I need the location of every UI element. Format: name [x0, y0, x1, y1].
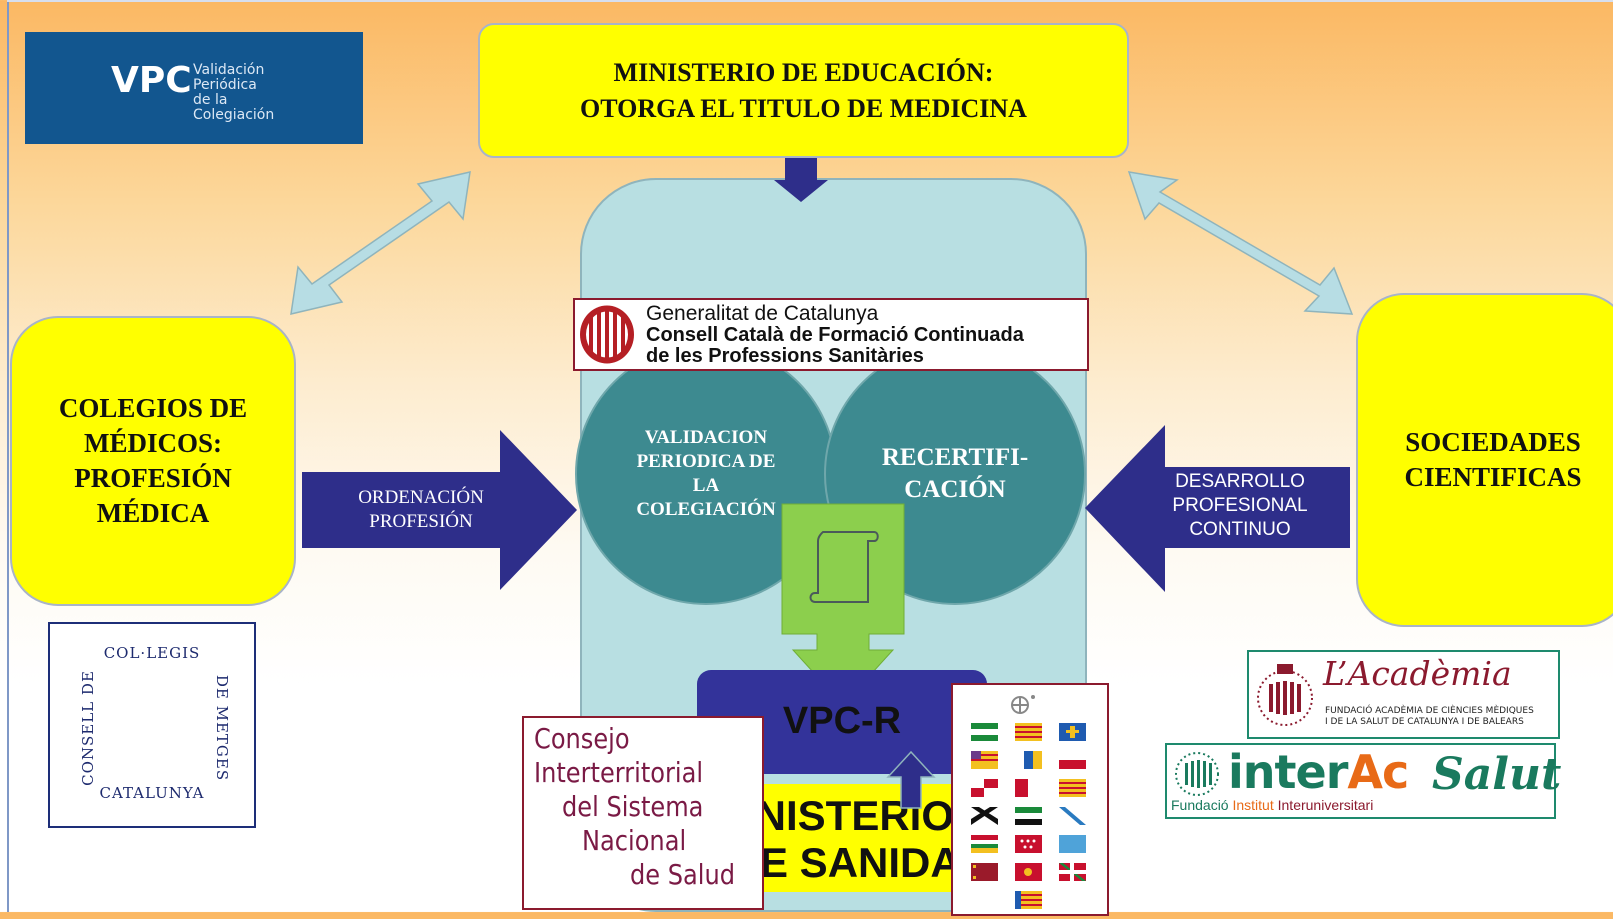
consejo-line5: de Salud [630, 858, 736, 891]
flag-valencia-icon [1015, 891, 1042, 909]
interac-footer: Fundació Institut Interuniversitari [1171, 797, 1373, 813]
interac-emblem-icon [1175, 752, 1219, 796]
flag-melilla-icon [1059, 835, 1086, 853]
flag-asturias-icon [1059, 723, 1086, 741]
consejo-line4: Nacional [582, 824, 687, 857]
up-arrow-icon [886, 750, 936, 809]
left-arrow-desarrollo-icon [1085, 425, 1350, 592]
academia-emblem-icon [1257, 664, 1313, 726]
colegios-line: MÉDICOS: [83, 428, 222, 458]
document-icon [809, 531, 879, 603]
flag-cataluna-icon [1059, 779, 1086, 797]
circle-recertificacion-line: RECERTIFI- [881, 444, 1029, 471]
flag-murcia-icon [971, 863, 998, 881]
flag-ceuta-icon [971, 807, 998, 825]
colegios-line: PROFESIÓN [74, 463, 232, 493]
generalitat-line2: Consell Català de Formació Continuada [646, 324, 1024, 346]
vpc-logo-line: Colegiación [193, 107, 275, 123]
slide-left-border [7, 0, 9, 912]
academia-sub2: I DE LA SALUT DE CATALUNYA I DE BALEARS [1325, 717, 1524, 727]
interac-inter: inter [1228, 745, 1348, 799]
consejo-line2: Interterritorial [534, 756, 704, 789]
circle-recertificacion-line: CACIÓN [904, 476, 1006, 503]
flag-galicia-icon [1059, 807, 1086, 825]
consell-collegis-logo: COL·LEGIS CONSELL DE DE METGES CATALUNYA [48, 622, 256, 828]
interac-foot2: Institut [1232, 797, 1274, 813]
ordenacion-line: PROFESIÓN [369, 511, 473, 532]
sociedades-cientificas-box: SOCIEDADES CIENTIFICAS [1356, 293, 1613, 627]
interac-foot1: Fundació [1171, 797, 1229, 813]
down-arrow-icon [774, 151, 828, 202]
ministerio-educacion-box: MINISTERIO DE EDUCACIÓN: OTORGA EL TITUL… [478, 23, 1129, 158]
interac-foot3: Interuniversitari [1277, 797, 1374, 813]
slide-top-border [7, 0, 1613, 2]
generalitat-logo: Generalitat de Catalunya Consell Català … [573, 298, 1089, 371]
circle-validacion-line: COLEGIACIÓN [636, 499, 776, 520]
interac-salut: Salut [1432, 749, 1562, 800]
flag-extremadura-icon [1015, 807, 1042, 825]
flag-la-rioja-icon [971, 835, 998, 853]
ministerio-sanidad-box: INISTERIO E SANIDAD [730, 784, 962, 892]
desarrollo-profesional-label: DESARROLLO PROFESIONAL CONTINUO [1150, 467, 1330, 545]
circle-validacion-line: VALIDACION [644, 427, 768, 448]
ordenacion-profesion-label: ORDENACIÓN PROFESIÓN [327, 482, 515, 538]
desarrollo-line: CONTINUO [1189, 519, 1291, 540]
autonomous-flags-panel [951, 683, 1109, 916]
consejo-line3: del Sistema [562, 790, 704, 823]
flag-canarias-icon [1015, 751, 1042, 769]
interac-ac: Ac [1347, 745, 1409, 799]
desarrollo-line: DESARROLLO [1175, 471, 1305, 492]
academia-sub1: FUNDACIÓ ACADÈMIA DE CIÈNCIES MÈDIQUES [1325, 706, 1534, 716]
academia-logo: L’Acadèmia FUNDACIÓ ACADÈMIA DE CIÈNCIES… [1247, 650, 1560, 739]
double-arrow-right-icon [1127, 171, 1354, 315]
circle-validacion-line: PERIODICA DE [636, 451, 776, 472]
colegios-line: MÉDICA [96, 498, 210, 528]
consejo-interterritorial-logo: Consejo Interterritorial del Sistema Nac… [522, 716, 764, 910]
flag-castilla-mancha-icon [1015, 779, 1042, 797]
flag-aragon-icon [1015, 723, 1042, 741]
flag-pais-vasco-icon [1059, 863, 1086, 881]
flag-navarra-icon [1015, 863, 1042, 881]
flag-madrid-icon [1015, 835, 1042, 853]
interac-name: interAc [1228, 745, 1409, 799]
collegis-right-text: DE METGES [213, 674, 231, 782]
vpc-acronym: VPC [111, 60, 192, 101]
consejo-line1: Consejo [534, 722, 630, 755]
flag-castilla-leon-icon [971, 779, 998, 797]
flag-cantabria-icon [1059, 751, 1086, 769]
generalitat-seal-icon [580, 305, 634, 364]
circle-validacion-line: LA [692, 475, 720, 496]
vpc-logo-line: Periódica [193, 77, 257, 93]
spain-arms-icon [1011, 695, 1035, 714]
vpc-logo: VPC Validación Periódica de la Colegiaci… [25, 32, 363, 144]
colegios-line: COLEGIOS DE [58, 393, 248, 423]
ministerio-educacion-line2: OTORGA EL TITULO DE MEDICINA [580, 93, 1027, 123]
sociedades-line: SOCIEDADES [1405, 427, 1581, 457]
generalitat-line3: de les Professions Sanitàries [646, 345, 924, 367]
sociedades-line: CIENTIFICAS [1404, 462, 1582, 492]
vpc-logo-line: Validación [193, 62, 265, 78]
collegis-top-text: COL·LEGIS [103, 644, 201, 662]
ministerio-educacion-line1: MINISTERIO DE EDUCACIÓN: [613, 57, 994, 87]
generalitat-line1: Generalitat de Catalunya [646, 302, 879, 325]
desarrollo-line: PROFESIONAL [1172, 495, 1308, 516]
ordenacion-line: ORDENACIÓN [358, 487, 484, 508]
vpc-logo-subtitle: Validación Periódica de la Colegiación [193, 63, 274, 123]
right-arrow-ordenacion-icon [302, 430, 577, 590]
flags-grid [971, 695, 1086, 909]
collegis-bottom-text: CATALUNYA [99, 784, 205, 802]
interac-salut-logo: interAc Salut Fundació Institut Interuni… [1165, 743, 1561, 819]
flag-baleares-icon [971, 751, 998, 769]
double-arrow-left-icon [290, 171, 471, 315]
ministerio-sanidad-line2: E SANIDAD [760, 839, 962, 886]
colegios-medicos-box: COLEGIOS DE MÉDICOS: PROFESIÓN MÉDICA [10, 316, 296, 606]
vpc-logo-line: de la [193, 92, 228, 108]
vpcr-label: VPC-R [782, 700, 902, 742]
flag-andalucia-icon [971, 723, 998, 741]
collegis-left-text: CONSELL DE [79, 670, 97, 786]
academia-name: L’Acadèmia [1323, 654, 1512, 693]
